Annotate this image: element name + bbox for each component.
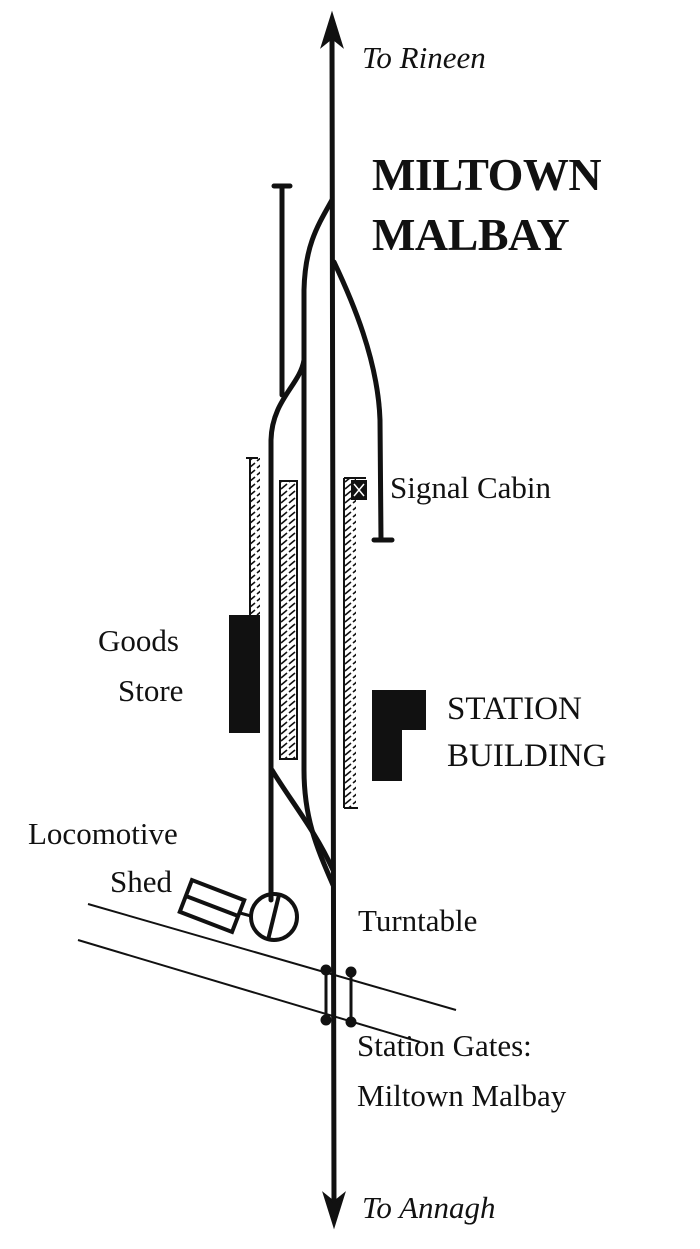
station-gates-label-line2: Miltown Malbay — [357, 1078, 567, 1113]
turntable-icon — [249, 892, 299, 942]
locomotive-shed-label-line1: Locomotive — [28, 816, 178, 851]
goods-store-building — [229, 615, 260, 733]
island-platform — [279, 480, 298, 760]
station-gates-label-line1: Station Gates: — [357, 1028, 532, 1063]
station-title-line2: MALBAY — [372, 209, 570, 260]
loop-line-left — [268, 357, 307, 903]
signal-cabin-siding — [331, 259, 384, 543]
locomotive-shed-icon — [177, 877, 247, 935]
station-building-label-line2: BUILDING — [447, 738, 607, 774]
direction-north-label: To Rineen — [362, 40, 486, 75]
south-arrow-icon — [322, 1191, 346, 1230]
goods-store-label-line2: Store — [118, 673, 184, 708]
locomotive-shed-label-line2: Shed — [110, 864, 172, 899]
loop-line-middle — [301, 197, 336, 888]
station-building — [372, 690, 426, 781]
station-building-label-line1: STATION — [447, 691, 582, 727]
goods-store-label-line1: Goods — [98, 623, 179, 658]
main-platform — [343, 477, 366, 809]
signal-cabin-label: Signal Cabin — [390, 470, 552, 505]
road-edge — [87, 903, 457, 1011]
direction-south-label: To Annagh — [362, 1190, 496, 1225]
level-crossing-gates — [320, 964, 357, 1028]
road-edge — [77, 939, 421, 1043]
station-title-line1: MILTOWN — [372, 149, 602, 200]
signal-cabin-icon — [351, 480, 367, 500]
north-arrow-icon — [320, 10, 344, 49]
turntable-label: Turntable — [358, 903, 478, 938]
crossover-line — [269, 767, 336, 873]
main-line — [329, 32, 337, 1208]
